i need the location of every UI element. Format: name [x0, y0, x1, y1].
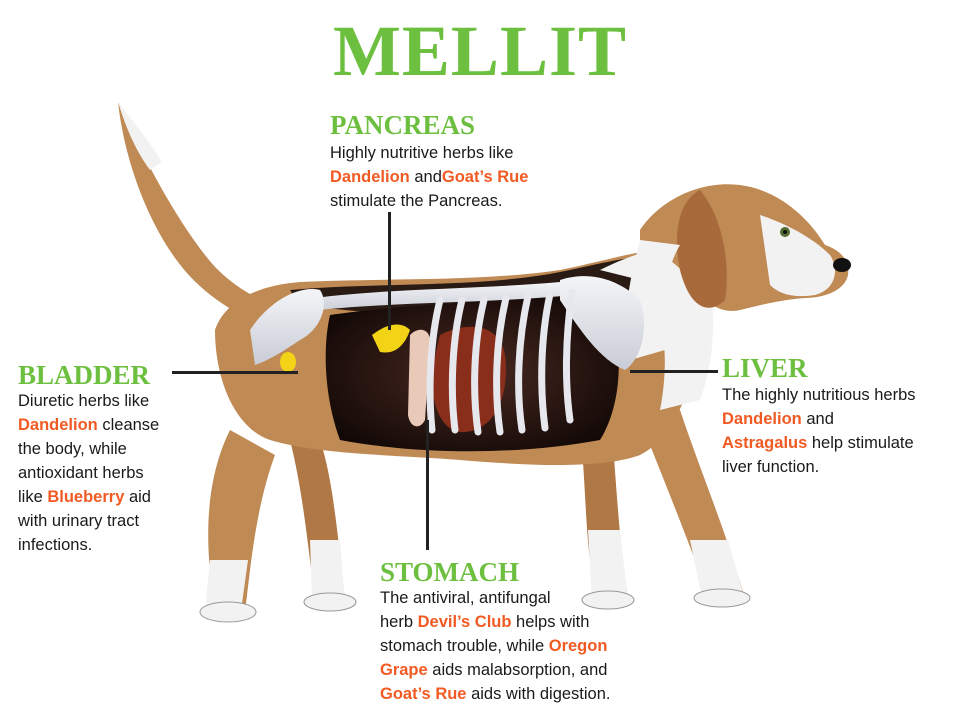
- pancreas-heading: PANCREAS: [330, 110, 476, 140]
- stomach-text-herb: herb: [380, 613, 418, 631]
- bladder-line-4: antioxidant herbs: [18, 464, 144, 482]
- bladder-line-6: with urinary tract: [18, 512, 140, 530]
- front-legs: [580, 410, 751, 610]
- bladder-line-1: Diuretic herbs like: [18, 392, 150, 410]
- liver-line-4: liver function.: [722, 458, 820, 476]
- stomach-text-digestion: aids with digestion.: [466, 685, 611, 703]
- herb-goats-rue: Goat’s Rue: [380, 685, 467, 703]
- herb-dandelion: Dandelion: [18, 416, 98, 434]
- bladder-text-like: like: [18, 488, 48, 506]
- stomach-pointer-line: [426, 420, 429, 550]
- bladder-heading: BLADDER: [18, 360, 151, 390]
- liver-text-help: help stimulate: [807, 434, 914, 452]
- head: [625, 184, 851, 360]
- bladder-line-3: the body, while: [18, 440, 127, 458]
- herb-dandelion: Dandelion: [722, 410, 802, 428]
- liver-line-3: Astragalus help stimulate: [722, 431, 957, 455]
- liver-text-and: and: [801, 410, 834, 428]
- stomach-line-3: stomach trouble, while Oregon: [380, 634, 660, 658]
- stomach-line-1: The antiviral, antifungal: [380, 589, 551, 607]
- bladder-line-7: infections.: [18, 536, 93, 554]
- page-title: MELLIT: [332, 11, 628, 91]
- bladder-description: Diuretic herbs like Dandelion cleanse th…: [18, 389, 193, 557]
- pancreas-description: Highly nutritive herbs like Dandelion an…: [330, 141, 590, 213]
- liver-description: The highly nutritious herbs Dandelion an…: [722, 383, 957, 479]
- stomach-line-2: herb Devil’s Club helps with: [380, 610, 660, 634]
- tail: [118, 102, 262, 318]
- stomach-text-helps: helps with: [511, 613, 590, 631]
- liver-heading: LIVER: [722, 353, 808, 383]
- herb-grape: Grape: [380, 661, 428, 679]
- stomach-line-4: Grape aids malabsorption, and: [380, 658, 660, 682]
- stomach-text-malabsorption: aids malabsorption, and: [427, 661, 608, 679]
- bladder-line-5: like Blueberry aid: [18, 485, 193, 509]
- liver-line-2: Dandelion and: [722, 407, 957, 431]
- skeleton: [250, 276, 645, 436]
- stomach-line-5: Goat’s Rue aids with digestion.: [380, 682, 660, 706]
- herb-astragalus: Astragalus: [722, 434, 808, 452]
- liver-pointer-line: [630, 370, 718, 373]
- pancreas-line-3: stimulate the Pancreas.: [330, 192, 503, 210]
- herb-dandelion: Dandelion: [330, 168, 410, 186]
- herb-goats-rue: Goat’s Rue: [441, 168, 529, 186]
- herb-oregon: Oregon: [548, 637, 608, 655]
- stomach-description: The antiviral, antifungal herb Devil’s C…: [380, 586, 660, 706]
- pancreas-pointer-line: [388, 212, 391, 330]
- stomach-heading: STOMACH: [380, 557, 520, 587]
- liver-line-1: The highly nutritious herbs: [722, 386, 916, 404]
- bladder-text-aid: aid: [124, 488, 151, 506]
- rear-legs: [199, 430, 357, 623]
- pancreas-text-and: and: [409, 168, 442, 186]
- pancreas-line-1: Highly nutritive herbs like: [330, 144, 514, 162]
- bladder-line-2: Dandelion cleanse: [18, 413, 193, 437]
- bladder-text-cleanse: cleanse: [97, 416, 160, 434]
- herb-blueberry: Blueberry: [47, 488, 125, 506]
- stomach-text-trouble: stomach trouble, while: [380, 637, 549, 655]
- herb-devils-club: Devil’s Club: [417, 613, 512, 631]
- bladder-pointer-line: [172, 371, 298, 374]
- pancreas-line-2: Dandelion andGoat’s Rue: [330, 165, 590, 189]
